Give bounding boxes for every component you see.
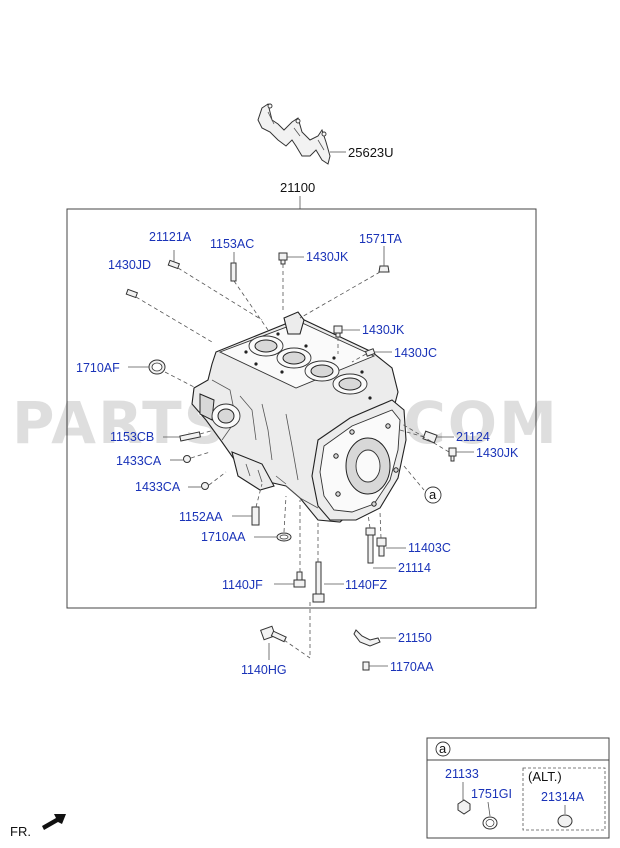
label-1153CB[interactable]: 1153CB	[110, 430, 154, 444]
plug-1430JC[interactable]	[364, 348, 376, 357]
assembly-frame	[66, 208, 537, 609]
plug-1433CA-lower[interactable]	[201, 482, 209, 490]
oil-jet-21150[interactable]	[353, 629, 381, 647]
label-1140HG[interactable]: 1140HG	[241, 663, 287, 677]
label-1433CA-upper[interactable]: 1433CA	[116, 454, 162, 468]
pin-1152AA[interactable]	[251, 506, 260, 526]
label-1170AA[interactable]: 1170AA	[390, 660, 434, 674]
label-1152AA[interactable]: 1152AA	[179, 510, 223, 524]
label-1153AC[interactable]: 1153AC	[210, 237, 254, 251]
label-21100[interactable]: 21100	[280, 180, 315, 195]
oring-1710AF[interactable]	[148, 359, 166, 375]
plug-1433CA-upper[interactable]	[183, 455, 191, 463]
label-1571TA[interactable]: 1571TA	[359, 232, 403, 246]
plug-1430JK-right[interactable]	[448, 447, 457, 462]
label-1751GI[interactable]: 1751GI	[471, 787, 512, 801]
plug-21133[interactable]	[457, 799, 471, 815]
dowel-21121A[interactable]	[167, 259, 181, 270]
label-1430JD[interactable]: 1430JD	[108, 258, 151, 272]
oring-1710AA[interactable]	[276, 532, 292, 542]
inset-marker: a	[439, 741, 447, 756]
label-1433CA-lower[interactable]: 1433CA	[135, 480, 181, 494]
plug-1430JD[interactable]	[125, 288, 139, 299]
label-1140FZ[interactable]: 1140FZ	[345, 578, 388, 592]
label-1430JK-top[interactable]: 1430JK	[306, 250, 349, 264]
detail-inset: a 21133 1751GI (ALT.) 21314A	[426, 737, 610, 839]
label-25623U[interactable]: 25623U	[348, 145, 394, 160]
front-arrow-icon	[42, 814, 66, 830]
plug-1571TA[interactable]	[378, 265, 390, 273]
sleeve-21124[interactable]	[422, 430, 438, 444]
front-label: FR.	[10, 824, 31, 839]
plug-21314A[interactable]	[557, 814, 573, 828]
pin-1153CB[interactable]	[179, 431, 201, 442]
label-11403C[interactable]: 11403C	[408, 541, 451, 555]
label-1430JK-middle[interactable]: 1430JK	[362, 323, 405, 337]
label-1710AA[interactable]: 1710AA	[201, 530, 246, 544]
label-1430JC[interactable]: 1430JC	[394, 346, 437, 360]
detail-marker-a[interactable]: a	[424, 486, 442, 504]
label-1710AF[interactable]: 1710AF	[76, 361, 120, 375]
label-21150[interactable]: 21150	[398, 631, 432, 645]
svg-text:a: a	[429, 487, 437, 502]
cylinder-block-drawing[interactable]	[191, 311, 407, 523]
bolt-1170AA[interactable]	[362, 661, 370, 671]
bolt-1140JF[interactable]	[293, 571, 306, 588]
label-21133[interactable]: 21133	[445, 767, 479, 781]
label-21121A[interactable]: 21121A	[149, 230, 192, 244]
alt-label: (ALT.)	[528, 769, 562, 784]
plug-1430JK-top[interactable]	[278, 252, 288, 265]
bolt-21114[interactable]	[365, 527, 376, 564]
head-gasket-part[interactable]	[257, 103, 331, 165]
label-21314A[interactable]: 21314A	[541, 790, 585, 804]
label-21124[interactable]: 21124	[456, 430, 490, 444]
bolt-1140HG[interactable]	[260, 625, 287, 643]
label-1430JK-right[interactable]: 1430JK	[476, 446, 519, 460]
bolt-11403C[interactable]	[376, 537, 387, 557]
pin-1153AC[interactable]	[230, 262, 237, 282]
bolt-1140FZ[interactable]	[312, 561, 325, 603]
label-21114[interactable]: 21114	[398, 561, 431, 575]
label-1140JF[interactable]: 1140JF	[222, 578, 263, 592]
oring-1751GI[interactable]	[482, 816, 498, 830]
